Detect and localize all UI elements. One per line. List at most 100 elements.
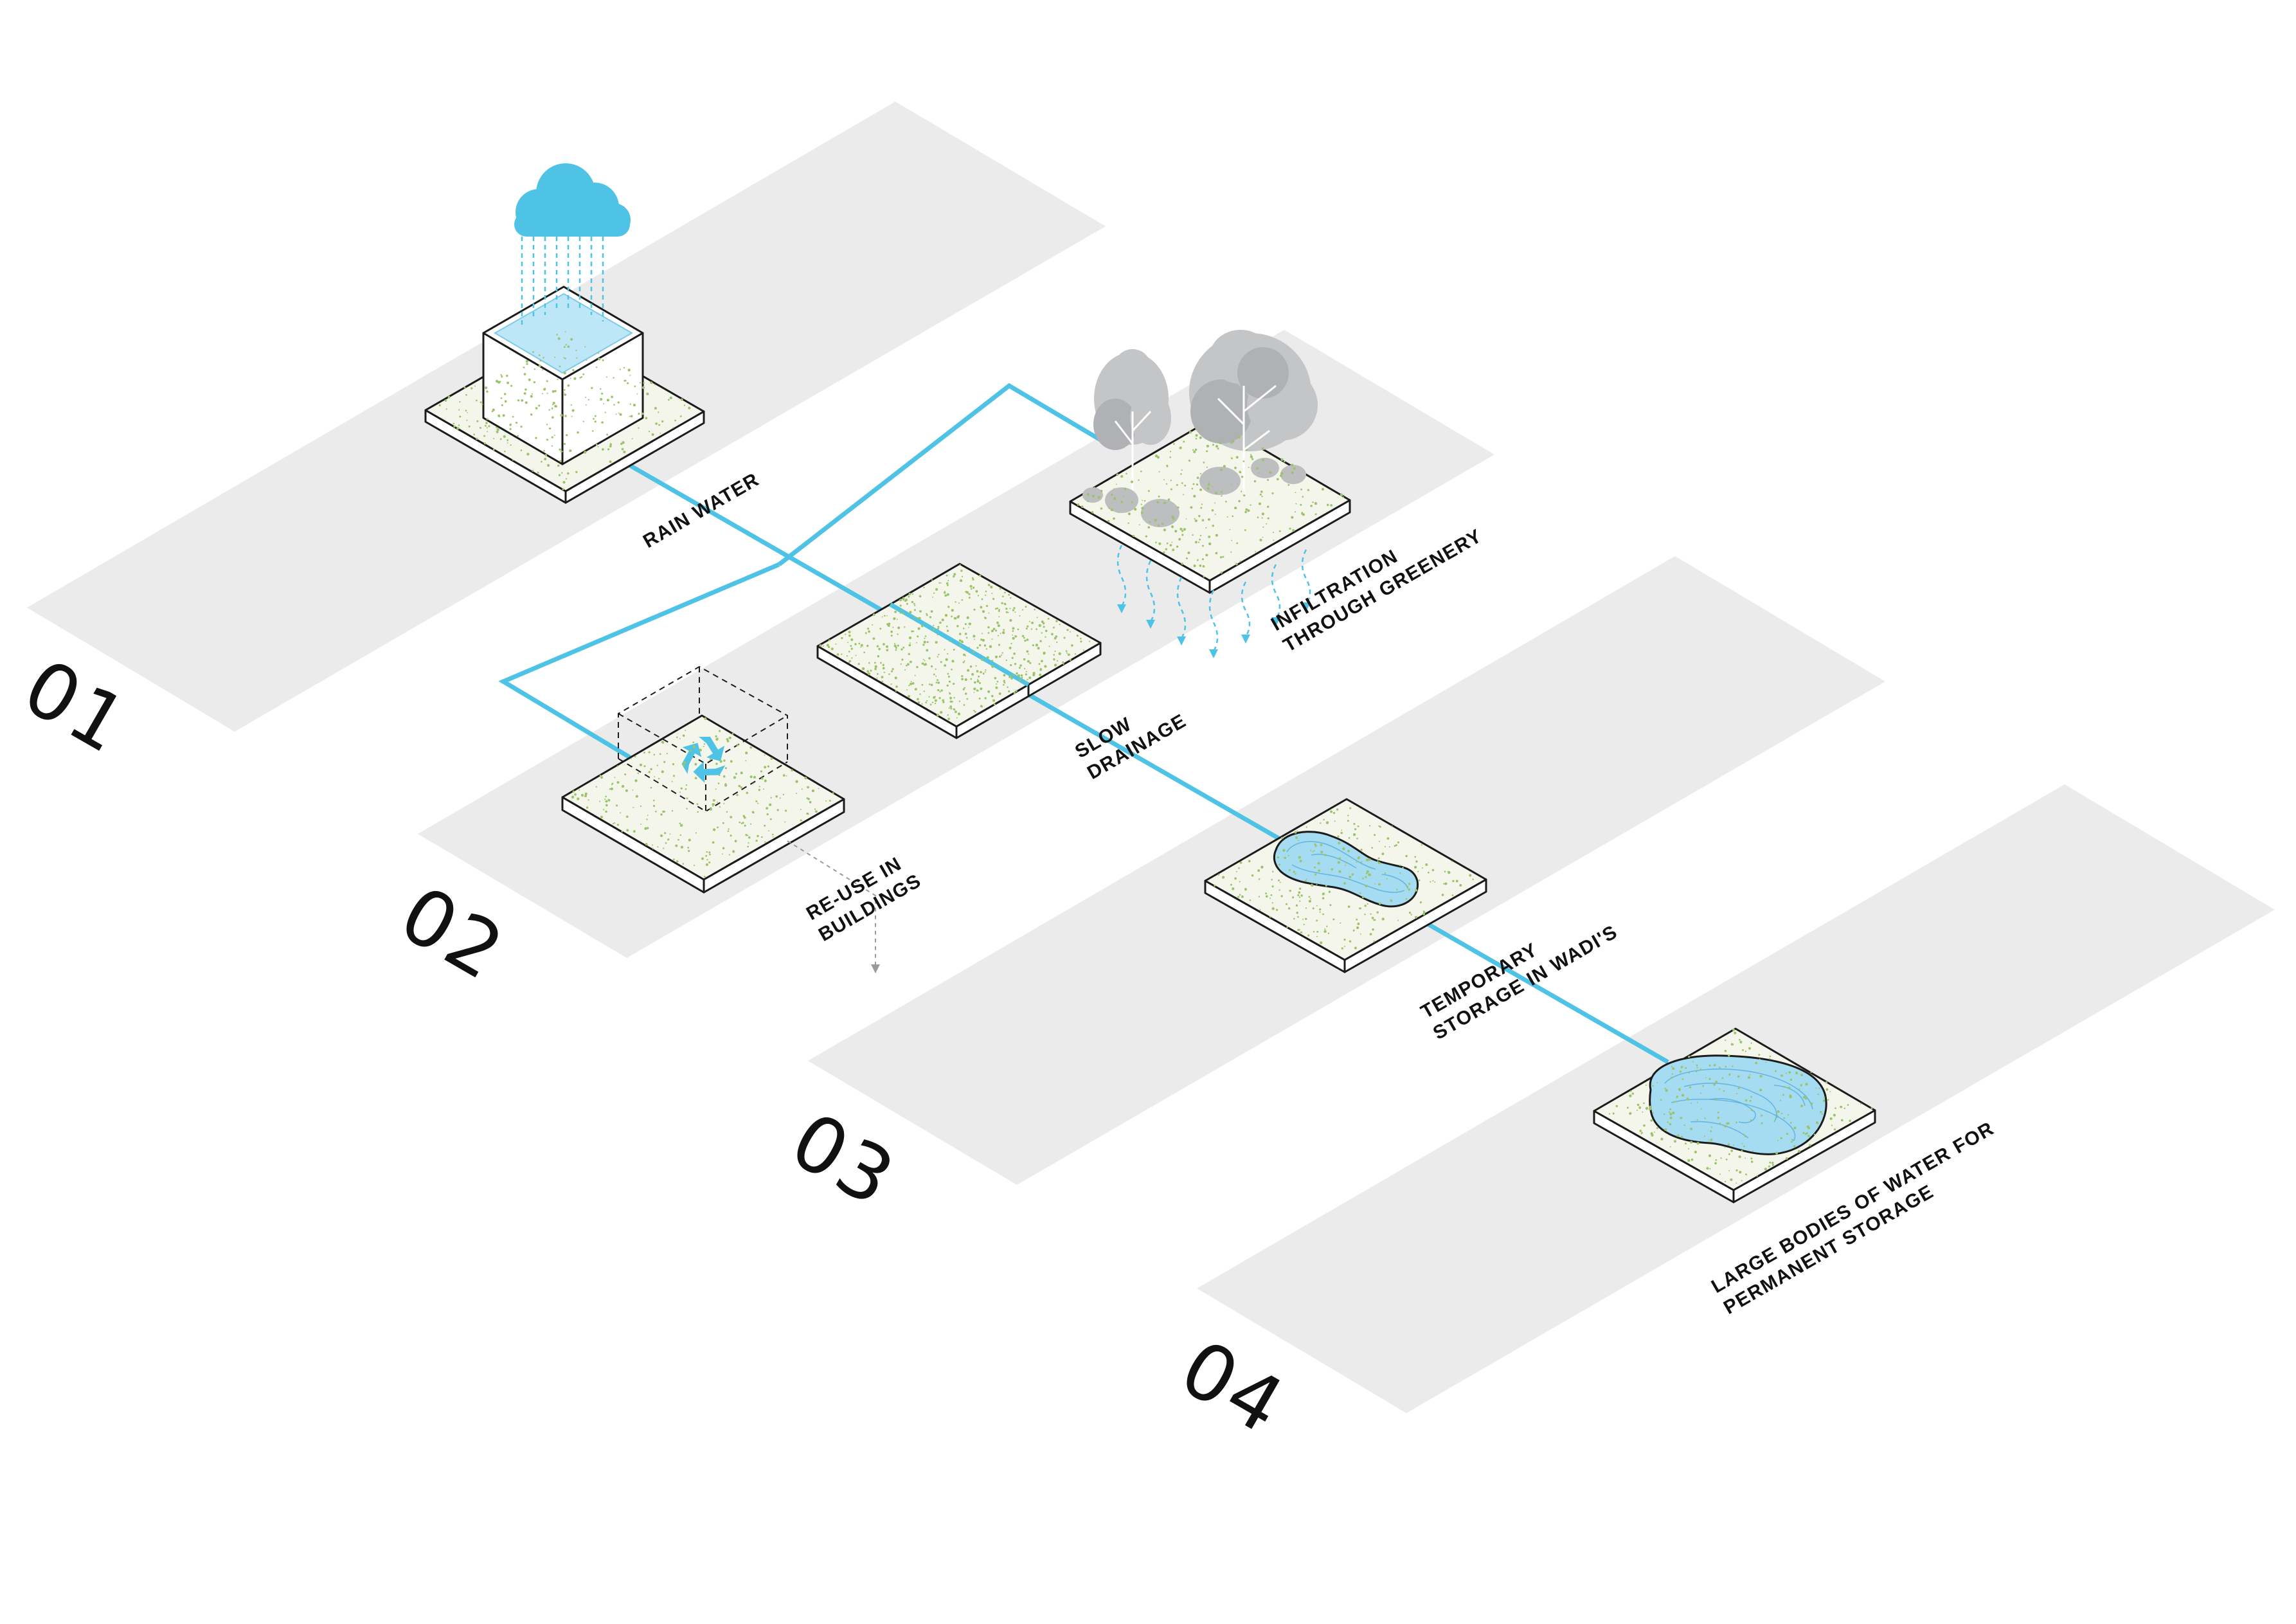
greenery-speck bbox=[925, 701, 928, 704]
greenery-speck bbox=[920, 624, 924, 627]
greenery-speck bbox=[979, 574, 982, 577]
greenery-speck bbox=[877, 654, 880, 658]
greenery-speck bbox=[1260, 865, 1264, 869]
greenery-speck bbox=[530, 413, 533, 416]
greenery-speck bbox=[1255, 551, 1257, 553]
greenery-speck bbox=[688, 406, 691, 410]
greenery-speck bbox=[1262, 458, 1264, 462]
greenery-speck bbox=[909, 611, 912, 614]
greenery-speck bbox=[921, 662, 924, 665]
greenery-speck bbox=[1076, 635, 1079, 637]
greenery-speck bbox=[1285, 903, 1288, 905]
greenery-speck bbox=[760, 836, 763, 838]
greenery-speck bbox=[1849, 1119, 1851, 1123]
reuse-tile-top bbox=[561, 714, 845, 881]
greenery-speck bbox=[961, 675, 964, 678]
greenery-speck bbox=[1305, 907, 1307, 909]
greenery-speck bbox=[965, 636, 968, 639]
greenery-speck bbox=[1802, 1132, 1805, 1134]
greenery-speck bbox=[1750, 1157, 1753, 1160]
greenery-speck bbox=[639, 382, 641, 384]
greenery-speck bbox=[997, 635, 1000, 636]
greenery-speck bbox=[685, 730, 686, 732]
greenery-speck bbox=[1000, 633, 1001, 635]
greenery-speck bbox=[1211, 509, 1214, 512]
greenery-speck bbox=[990, 586, 993, 589]
greenery-speck bbox=[557, 378, 559, 381]
greenery-speck bbox=[992, 597, 995, 600]
greenery-speck bbox=[1191, 487, 1194, 490]
greenery-speck bbox=[734, 840, 737, 843]
greenery-speck bbox=[1212, 525, 1214, 527]
greenery-speck bbox=[957, 712, 961, 716]
greenery-speck bbox=[1340, 922, 1341, 924]
greenery-speck bbox=[1014, 663, 1017, 665]
greenery-speck bbox=[847, 642, 848, 644]
greenery-speck bbox=[632, 404, 636, 407]
greenery-speck bbox=[1293, 917, 1295, 920]
greenery-speck bbox=[613, 377, 614, 379]
greenery-speck bbox=[1728, 1169, 1730, 1171]
greenery-speck bbox=[971, 577, 974, 579]
greenery-speck bbox=[1201, 545, 1204, 547]
greenery-speck bbox=[1807, 1126, 1810, 1130]
greenery-speck bbox=[926, 613, 928, 615]
greenery-speck bbox=[998, 692, 1001, 695]
greenery-speck bbox=[973, 681, 976, 684]
greenery-speck bbox=[868, 662, 870, 664]
greenery-speck bbox=[1325, 885, 1327, 887]
greenery-speck bbox=[991, 593, 993, 594]
greenery-speck bbox=[486, 427, 488, 429]
greenery-speck bbox=[1275, 908, 1278, 911]
greenery-speck bbox=[1039, 673, 1042, 676]
greenery-speck bbox=[1725, 1065, 1727, 1068]
greenery-speck bbox=[1459, 883, 1462, 887]
greenery-speck bbox=[954, 710, 957, 714]
greenery-speck bbox=[456, 427, 460, 430]
greenery-speck bbox=[615, 413, 617, 415]
greenery-speck bbox=[742, 822, 744, 824]
greenery-speck bbox=[1750, 1042, 1752, 1044]
greenery-speck bbox=[1422, 910, 1425, 912]
greenery-speck bbox=[1230, 457, 1233, 460]
greenery-speck bbox=[1287, 854, 1289, 857]
greenery-speck bbox=[949, 692, 950, 694]
greenery-speck bbox=[1643, 1102, 1645, 1105]
greenery-speck bbox=[1091, 510, 1094, 514]
greenery-speck bbox=[828, 639, 830, 642]
greenery-speck bbox=[993, 703, 996, 706]
greenery-speck bbox=[1827, 1099, 1829, 1101]
greenery-speck bbox=[1141, 512, 1144, 514]
greenery-speck bbox=[964, 678, 967, 681]
greenery-speck bbox=[956, 717, 958, 719]
greenery-speck bbox=[1366, 870, 1369, 873]
greenery-speck bbox=[959, 564, 961, 566]
greenery-speck bbox=[719, 806, 721, 808]
greenery-speck bbox=[1205, 554, 1208, 557]
greenery-speck bbox=[1142, 500, 1144, 501]
greenery-speck bbox=[1807, 1135, 1810, 1137]
greenery-speck bbox=[924, 637, 926, 640]
greenery-speck bbox=[1771, 1162, 1774, 1164]
greenery-speck bbox=[955, 601, 956, 603]
greenery-speck bbox=[1054, 650, 1056, 653]
greenery-speck bbox=[1276, 478, 1279, 481]
greenery-tile-top bbox=[1069, 418, 1351, 582]
greenery-speck bbox=[495, 379, 499, 383]
greenery-speck bbox=[676, 736, 678, 739]
greenery-speck bbox=[1170, 488, 1172, 491]
greenery-speck bbox=[1019, 615, 1021, 617]
greenery-speck bbox=[1259, 909, 1261, 911]
greenery-speck bbox=[1730, 1150, 1734, 1152]
greenery-speck bbox=[1818, 1087, 1820, 1089]
greenery-speck bbox=[959, 644, 962, 645]
greenery-speck bbox=[1291, 896, 1295, 899]
greenery-speck bbox=[998, 655, 1001, 658]
greenery-speck bbox=[1166, 542, 1169, 545]
greenery-speck bbox=[1020, 674, 1023, 677]
greenery-speck bbox=[1720, 1157, 1722, 1159]
greenery-speck bbox=[1734, 1031, 1737, 1034]
greenery-speck bbox=[728, 854, 730, 856]
greenery-speck bbox=[1367, 903, 1368, 905]
greenery-speck bbox=[895, 690, 897, 692]
